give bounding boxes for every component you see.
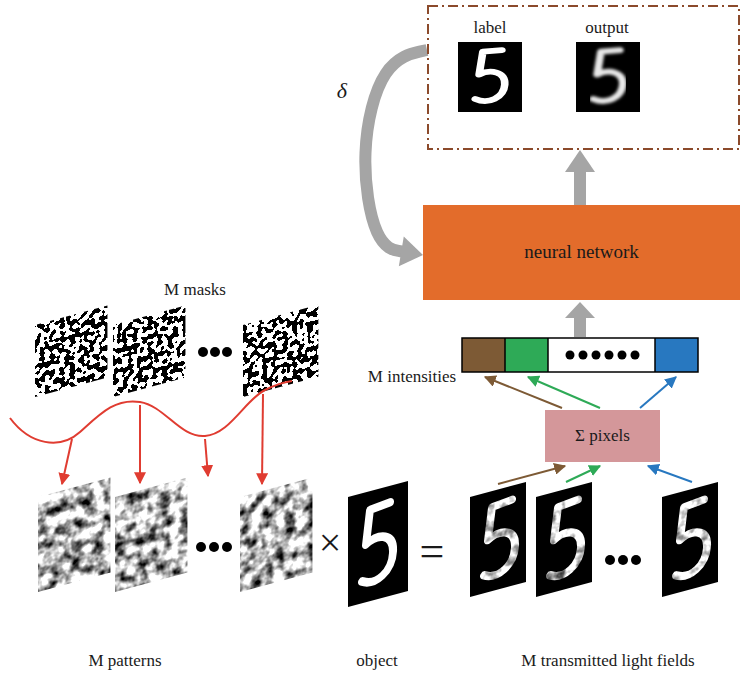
dot: [605, 555, 615, 565]
digit-stroke: [593, 50, 622, 101]
bar-outline: [462, 338, 698, 372]
brown-arrow: [498, 466, 565, 484]
binary-mask: [113, 306, 185, 397]
pattern-panel: [240, 478, 312, 592]
red-arrow: [205, 439, 208, 476]
speckled-digit: [536, 482, 592, 597]
speckled-digit: [662, 482, 718, 597]
dot: [222, 542, 232, 552]
dot: [210, 347, 220, 357]
ellipsis-dots: [196, 542, 232, 552]
arrow-shaft: [365, 50, 427, 252]
panel-label: M masks: [164, 281, 226, 298]
dot: [196, 542, 206, 552]
cell-divider: [654, 338, 656, 372]
speckle-pattern: [240, 478, 312, 592]
flow-arrow: [365, 50, 427, 266]
bar-cell: [655, 338, 698, 372]
node-text: Σ pixels: [575, 426, 630, 446]
bar-cell: [505, 338, 548, 372]
gray-up-arrow: [565, 302, 595, 337]
arrow-head: [565, 150, 595, 172]
edge-label: δ: [337, 80, 347, 102]
node-text: label: [473, 18, 506, 38]
dot: [592, 351, 601, 360]
intensity-bar: [462, 338, 698, 372]
field-panel: [662, 482, 718, 597]
panel-label: object: [356, 652, 398, 669]
ellipsis-dots: [198, 347, 232, 357]
object-image: [348, 481, 408, 607]
image-ground: [470, 482, 526, 597]
dot: [198, 347, 208, 357]
mask-panel: [35, 306, 107, 397]
image-ground: [576, 42, 640, 112]
dot: [605, 351, 614, 360]
dot: [618, 555, 628, 565]
cell-divider: [547, 338, 549, 372]
speckled-digit: [470, 482, 526, 597]
sum-input-arrows: [498, 466, 692, 484]
image-ground: [458, 42, 522, 112]
field-panel: [470, 482, 526, 597]
red-arrow: [62, 439, 72, 484]
panel-label: M patterns: [88, 652, 161, 669]
operator-symbol: ×: [319, 523, 342, 563]
image-ground: [536, 482, 592, 597]
digit-stroke: [362, 502, 393, 585]
green-arrow: [566, 466, 600, 482]
panel-label: M transmitted light fields: [521, 652, 694, 669]
flow-arrow: [565, 150, 595, 205]
bar-cell: [462, 338, 505, 372]
field-panel: [536, 482, 592, 597]
dashed-border: [428, 6, 739, 149]
mask-panel: [113, 306, 185, 397]
bar-cell: [548, 338, 655, 372]
illumination-arrows: [62, 394, 263, 484]
pattern-panel: [115, 478, 187, 592]
digit-stroke: [475, 50, 504, 101]
blue-arrow: [648, 466, 692, 482]
node-text: output: [585, 18, 628, 38]
light-wave: [10, 381, 292, 443]
green-arrow: [528, 377, 600, 408]
dot: [579, 351, 588, 360]
red-arrow: [139, 405, 141, 483]
bar-label: M intensities: [368, 368, 456, 385]
dot: [631, 351, 640, 360]
dot: [618, 351, 627, 360]
output-image: [576, 42, 640, 112]
digit-blurred: [593, 50, 622, 101]
label-image: [458, 42, 522, 112]
ellipsis-dots: [605, 555, 641, 565]
brown-arrow: [485, 377, 562, 408]
dot: [222, 347, 232, 357]
arrow-head: [399, 237, 423, 267]
node-text: neural network: [524, 241, 638, 264]
image-ground: [348, 481, 408, 607]
dot: [631, 555, 641, 565]
arrow-head: [565, 302, 595, 318]
binary-mask: [35, 306, 107, 397]
arrow-shaft: [574, 170, 586, 205]
red-arrow: [262, 394, 263, 484]
speckle-pattern: [38, 478, 110, 592]
dot: [209, 542, 219, 552]
output-panel: label output: [427, 5, 740, 150]
speckle-pattern: [115, 478, 187, 592]
network-box: neural network: [423, 205, 740, 300]
sum-box: Σ pixels: [545, 410, 660, 462]
sum-output-arrows: [485, 377, 676, 408]
pattern-panel: [38, 478, 110, 592]
cell-divider: [504, 338, 506, 372]
operator-symbol: =: [420, 530, 445, 574]
blue-arrow: [640, 377, 676, 408]
image-ground: [662, 482, 718, 597]
dot: [566, 351, 575, 360]
